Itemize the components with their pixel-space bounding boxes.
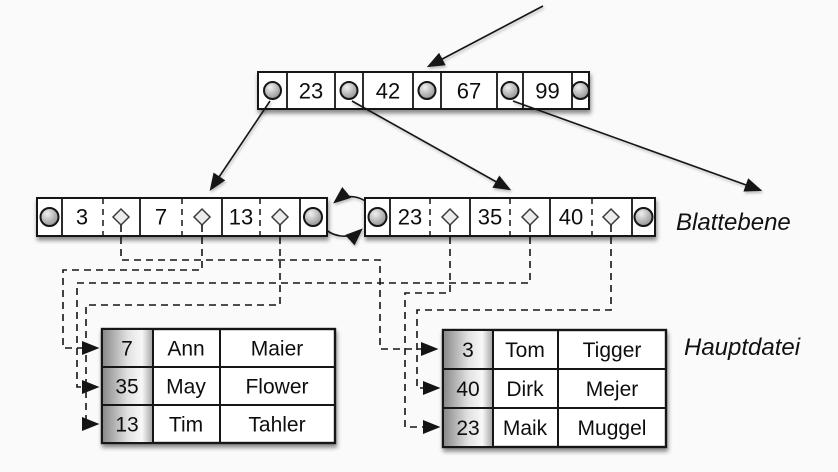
- table-row: 13 Tim Tahler: [115, 414, 305, 437]
- table-row: 7 Ann Maier: [121, 338, 303, 361]
- table-row: 3 Tom Tigger: [462, 339, 641, 362]
- record-connectors: [62, 225, 612, 435]
- root-key: 23: [299, 79, 323, 104]
- root-to-next-leaf-arrow: [512, 100, 763, 192]
- connector-key40-to-record: [416, 225, 612, 396]
- record-first: Dirk: [506, 378, 544, 401]
- record-last: Tahler: [248, 414, 305, 437]
- record-first: Tim: [169, 414, 203, 437]
- root-to-right-leaf-arrow: [351, 100, 512, 191]
- leaf-key: 23: [398, 205, 422, 230]
- record-first: Maik: [503, 417, 548, 440]
- record-last: Tigger: [583, 339, 642, 362]
- main-file-label: Hauptdatei: [684, 334, 801, 361]
- node-pointer-icon: [39, 207, 60, 227]
- record-key: 23: [456, 417, 479, 440]
- record-last: Mejer: [586, 378, 639, 401]
- record-key: 13: [115, 414, 138, 437]
- record-last: Flower: [245, 376, 308, 399]
- table-row: 23 Maik Muggel: [456, 417, 646, 440]
- node-pointer-icon: [417, 81, 437, 100]
- record-key: 3: [462, 339, 474, 362]
- node-pointer-icon: [571, 81, 590, 100]
- right-leaf-node: 23 35 40: [364, 197, 656, 237]
- left-record-table: 7 Ann Maier 35 May Flower 13 Tim Tahler: [100, 327, 337, 445]
- record-last: Muggel: [578, 417, 647, 440]
- table-key-column: [444, 331, 493, 446]
- record-first: Ann: [167, 338, 204, 361]
- record-key: 7: [121, 338, 133, 361]
- record-first: Tom: [505, 339, 545, 362]
- record-first: May: [166, 376, 206, 399]
- connector-key7-to-record: [62, 225, 203, 356]
- table-key-column: [103, 330, 153, 442]
- record-key: 35: [115, 376, 138, 399]
- connector-key35-to-record: [76, 225, 531, 395]
- leaf-level-label: Blattebene: [676, 209, 791, 236]
- node-pointer-icon: [263, 81, 282, 100]
- table-row: 35 May Flower: [115, 376, 308, 399]
- node-pointer-icon: [339, 81, 359, 100]
- root-key: 67: [457, 79, 481, 104]
- record-last: Maier: [251, 338, 304, 361]
- right-record-table: 3 Tom Tigger 40 Dirk Mejer 23 Maik Mugge…: [441, 328, 668, 449]
- incoming-root-arrow: [426, 5, 544, 68]
- node-pointer-icon: [303, 207, 323, 227]
- connector-key23-to-record: [404, 225, 451, 435]
- left-leaf-node: 3 7 13: [36, 197, 328, 237]
- leaf-key: 35: [478, 205, 502, 230]
- record-key: 40: [456, 378, 479, 401]
- node-pointer-icon: [633, 207, 654, 227]
- leaf-key: 3: [76, 205, 88, 230]
- root-key: 42: [376, 79, 400, 104]
- leaf-key: 7: [155, 205, 167, 230]
- root-key: 99: [535, 79, 559, 104]
- connector-key3-to-record: [120, 225, 439, 357]
- root-to-left-leaf-arrow: [209, 100, 271, 192]
- node-pointer-icon: [367, 207, 388, 227]
- leaf-key: 40: [559, 205, 583, 230]
- connector-key13-to-record: [81, 225, 281, 432]
- table-row: 40 Dirk Mejer: [456, 378, 638, 401]
- leaf-key: 13: [229, 205, 253, 230]
- node-pointer-icon: [500, 81, 520, 100]
- root-node: 23 42 67 99: [257, 71, 590, 110]
